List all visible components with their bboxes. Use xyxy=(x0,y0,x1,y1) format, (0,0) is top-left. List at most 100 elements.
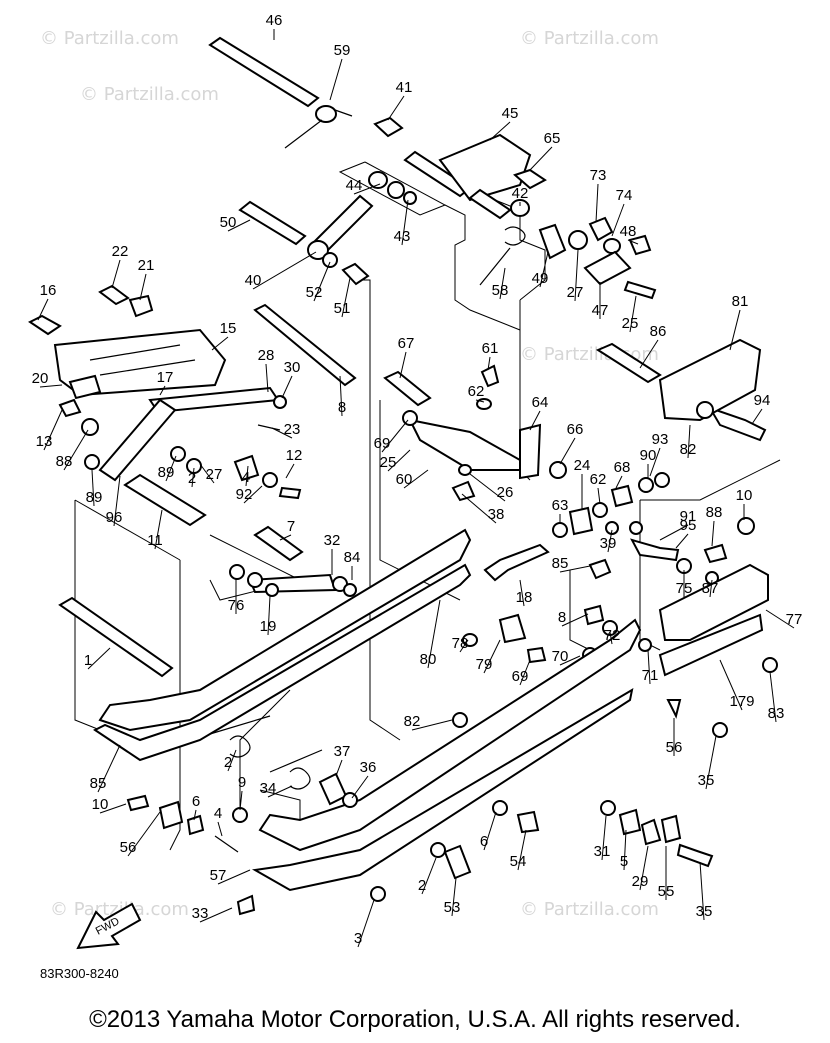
callout-59: 59 xyxy=(334,42,351,59)
callout-88: 88 xyxy=(56,453,73,470)
callout-leader xyxy=(559,437,576,465)
callout-43: 43 xyxy=(394,228,411,245)
callout-90: 90 xyxy=(640,447,657,464)
bracket-64 xyxy=(519,423,542,480)
callout-62: 62 xyxy=(590,471,607,488)
pin-50 xyxy=(238,200,307,246)
callout-leader xyxy=(211,336,229,351)
callout-77: 77 xyxy=(786,611,803,628)
rails xyxy=(93,528,642,892)
callout-91: 91 xyxy=(680,508,697,525)
callout-leader xyxy=(675,533,689,549)
callout-leader xyxy=(111,259,121,289)
bracket-57 xyxy=(660,814,682,844)
callout-87: 87 xyxy=(702,580,719,597)
frame-15 xyxy=(53,328,227,397)
callout-leader xyxy=(113,475,121,527)
callout-leader xyxy=(399,351,407,379)
callout-leader xyxy=(709,579,713,598)
callout-2: 2 xyxy=(188,470,196,487)
callout-93: 93 xyxy=(652,431,669,448)
callout-71: 71 xyxy=(642,667,659,684)
callout-leader xyxy=(335,759,343,777)
block-92 xyxy=(568,506,594,536)
callout-25: 25 xyxy=(380,454,397,471)
callout-48: 48 xyxy=(620,223,637,240)
plate-47 xyxy=(583,250,632,286)
callout-leader xyxy=(499,267,506,300)
callout-leader xyxy=(252,251,317,290)
shaft-46 xyxy=(208,36,320,108)
callout-55: 55 xyxy=(658,883,675,900)
callout-leader xyxy=(421,857,437,895)
callout-81: 81 xyxy=(732,293,749,310)
fwd-arrow: FWD xyxy=(76,902,142,950)
right-assembly xyxy=(658,338,778,738)
bushing-49 xyxy=(538,223,567,260)
callout-leader xyxy=(705,735,717,790)
callout-leader xyxy=(519,579,525,607)
callout-62: 62 xyxy=(468,383,485,400)
watermark: © Partzilla.com xyxy=(50,899,189,920)
callout-44: 44 xyxy=(346,177,363,194)
callout-79: 79 xyxy=(476,656,493,673)
link-84 xyxy=(630,538,680,562)
callout-leader xyxy=(639,339,659,369)
callout-4: 4 xyxy=(214,805,222,822)
callout-6: 6 xyxy=(192,793,200,810)
callout-35: 35 xyxy=(698,772,715,789)
callout-89: 89 xyxy=(86,489,103,506)
bolt-3 xyxy=(236,894,256,916)
diagram-code: 83R300-8240 xyxy=(40,966,119,981)
bushing-55 xyxy=(640,818,662,846)
callout-4: 4 xyxy=(242,469,250,486)
callout-leader xyxy=(387,449,411,472)
callout-leader xyxy=(353,183,381,195)
bracket-80 xyxy=(658,563,769,641)
callout-64: 64 xyxy=(532,394,549,411)
callout-leader xyxy=(461,493,497,524)
callout-numbers: 4659414565447374424850434940525127222158… xyxy=(32,12,803,948)
callout-94: 94 xyxy=(754,392,771,409)
lower-parts xyxy=(58,596,714,916)
slider-82 xyxy=(658,613,764,677)
callout-45: 45 xyxy=(502,105,519,122)
middle-assembly xyxy=(383,342,767,664)
callout-40: 40 xyxy=(245,272,262,289)
callout-51: 51 xyxy=(334,300,351,317)
callout-1: 1 xyxy=(84,652,92,669)
callout-23: 23 xyxy=(284,421,301,438)
callout-leader xyxy=(574,249,579,302)
callout-85: 85 xyxy=(90,775,107,792)
bolt-76 xyxy=(588,558,612,580)
callout-leader xyxy=(611,203,625,237)
callout-42: 42 xyxy=(512,185,529,202)
callout-leader xyxy=(139,273,147,301)
bolt-75 xyxy=(483,543,550,582)
arm-11 xyxy=(98,398,177,482)
callout-leader xyxy=(687,424,691,459)
callout-leader xyxy=(193,809,197,821)
callout-88: 88 xyxy=(706,504,723,521)
callout-41: 41 xyxy=(396,79,413,96)
callout-32: 32 xyxy=(324,532,341,549)
bolt-94 xyxy=(707,406,767,442)
spring-59 xyxy=(315,105,337,123)
callout-leader xyxy=(451,877,457,917)
shaft-32 xyxy=(253,525,304,562)
slider-2 xyxy=(93,563,472,762)
callout-leader xyxy=(649,447,661,477)
callout-leader xyxy=(559,565,591,573)
callout-6: 6 xyxy=(480,833,488,850)
callout-7: 7 xyxy=(287,518,295,535)
pin-23 xyxy=(257,424,281,431)
callout-30: 30 xyxy=(284,359,301,376)
callout-35: 35 xyxy=(696,903,713,920)
callout-leader xyxy=(475,399,485,403)
callout-89: 89 xyxy=(158,464,175,481)
callout-65: 65 xyxy=(544,130,561,147)
callout-2: 2 xyxy=(224,754,232,771)
callout-leader xyxy=(595,183,599,223)
callout-leader xyxy=(279,534,292,541)
callout-leader xyxy=(339,375,343,417)
